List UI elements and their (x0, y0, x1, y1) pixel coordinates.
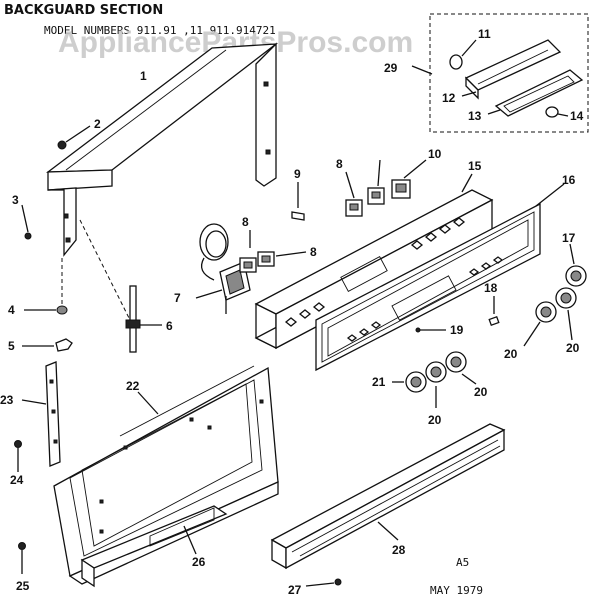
part-12-light-housing (461, 39, 562, 100)
diagram-code: A5 (456, 556, 469, 569)
callout-21: 21 (372, 375, 386, 389)
callout-8-a: 8 (242, 215, 249, 229)
callout-9: 9 (294, 167, 301, 181)
callout-6: 6 (166, 319, 173, 333)
part-25-screw (18, 542, 26, 574)
part-8-switch-pair (345, 159, 385, 217)
callout-8-b: 8 (310, 245, 317, 259)
part-23-side-strip (21, 361, 61, 467)
diagram-date: MAY 1979 (430, 584, 483, 597)
model-numbers: MODEL NUMBERS 911.91 ,11 911.914721 (44, 24, 276, 37)
callout-10: 10 (428, 147, 442, 161)
part-14-lamp (545, 106, 569, 118)
part-21-knob (392, 371, 427, 393)
callout-13: 13 (468, 109, 482, 123)
callout-17: 17 (562, 231, 576, 245)
part-18-plug (488, 296, 500, 327)
part-28-trim-rail (270, 423, 506, 570)
callout-12: 12 (442, 91, 456, 105)
part-10-switch (391, 159, 427, 199)
callout-7: 7 (174, 291, 181, 305)
callout-11: 11 (478, 27, 491, 41)
part-27-screw (305, 578, 342, 587)
callout-4: 4 (8, 303, 15, 317)
callout-14: 14 (570, 109, 584, 123)
part-26-bottom-channel (80, 505, 228, 588)
inset-detail-box (411, 13, 589, 133)
part-9-pin (291, 182, 305, 221)
callout-3: 3 (12, 193, 19, 207)
part-3-screw (21, 204, 32, 240)
part-4-clip (24, 305, 68, 315)
part-8-switch-left (239, 230, 307, 273)
callout-20-c: 20 (428, 413, 442, 427)
part-11-indicator-light (449, 39, 477, 70)
callout-1: 1 (140, 69, 147, 83)
callout-5: 5 (8, 339, 15, 353)
callout-28: 28 (392, 543, 406, 557)
callout-labels: 1 2 3 4 5 6 7 8 8 8 9 10 11 12 13 14 15 … (0, 27, 584, 597)
part-17-knob (565, 243, 587, 287)
part-13-lens-frame (487, 69, 584, 117)
callout-22: 22 (126, 379, 140, 393)
part-22-rear-panel (53, 365, 279, 585)
part-6-vertical-bracket (125, 285, 162, 353)
part-15-control-panel (254, 173, 494, 350)
callout-29: 29 (384, 61, 398, 75)
part-16-trim-panel (315, 183, 565, 372)
part-5-bracket-clip (22, 338, 73, 352)
part-24-screw (14, 440, 22, 472)
callout-23: 23 (0, 393, 14, 407)
callout-18: 18 (484, 281, 498, 295)
section-title: BACKGUARD SECTION (4, 3, 163, 18)
callout-20-d: 20 (474, 385, 488, 399)
part-19-screw (415, 327, 446, 333)
callout-2: 2 (94, 117, 101, 131)
callout-8-c: 8 (336, 157, 343, 171)
callout-15: 15 (468, 159, 482, 173)
callout-19: 19 (450, 323, 464, 337)
callout-25: 25 (16, 579, 30, 593)
callout-20-a: 20 (504, 347, 518, 361)
callout-20-b: 20 (566, 341, 580, 355)
part-20-knob-lower-pair (425, 351, 477, 408)
callout-26: 26 (192, 555, 206, 569)
part-2-screw (57, 125, 91, 150)
callout-24: 24 (10, 473, 24, 487)
part-20-knob-upper-pair (523, 287, 577, 347)
callout-16: 16 (562, 173, 576, 187)
callout-27: 27 (288, 583, 302, 597)
part-1-backguard-cover (45, 42, 279, 257)
